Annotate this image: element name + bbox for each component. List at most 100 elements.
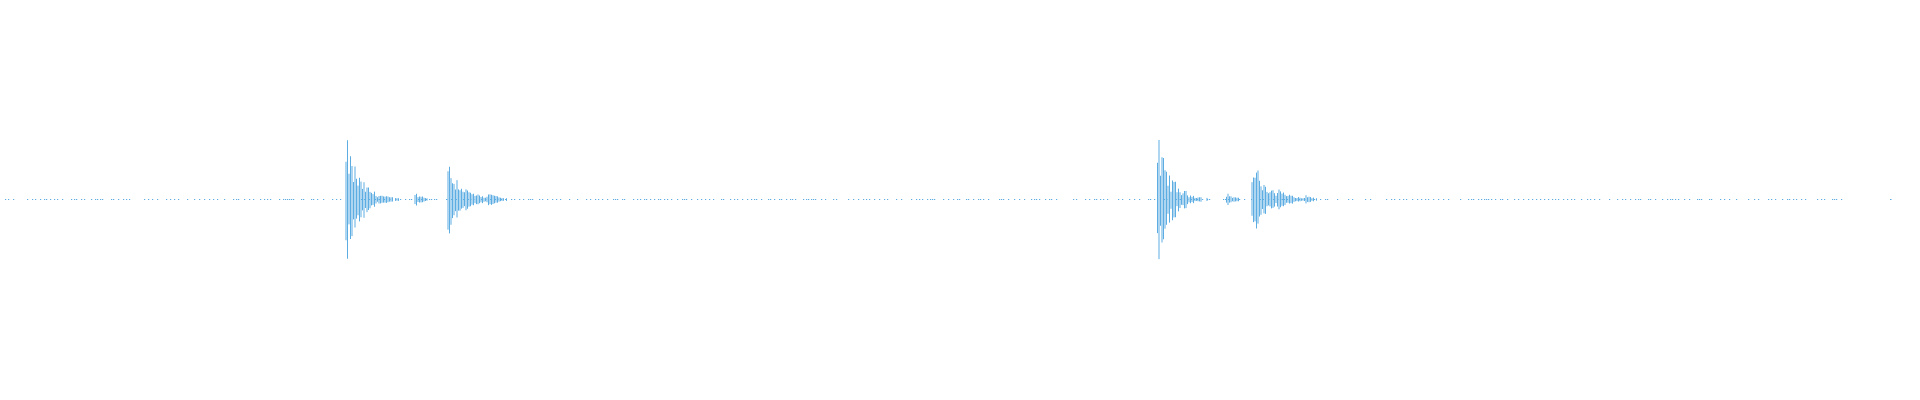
baseline-noise-dot xyxy=(792,199,794,200)
baseline-noise-dot xyxy=(1129,199,1131,200)
baseline-noise-dot xyxy=(1481,199,1483,200)
baseline-noise-dot xyxy=(336,199,338,200)
baseline-noise-dot xyxy=(463,199,465,200)
baseline-noise-dot xyxy=(1024,199,1026,200)
baseline-noise-dot xyxy=(1720,199,1722,200)
baseline-noise-dot xyxy=(922,199,924,200)
baseline-noise-dot xyxy=(999,199,1001,200)
baseline-noise-dot xyxy=(1495,199,1497,200)
baseline-noise-dot xyxy=(705,199,707,200)
baseline-noise-dot xyxy=(869,199,871,200)
baseline-noise-dot xyxy=(640,199,642,200)
baseline-noise-dot xyxy=(199,199,201,200)
baseline-noise-dot xyxy=(644,199,646,200)
baseline-noise-dot xyxy=(57,199,59,200)
baseline-noise-dot xyxy=(1544,199,1546,200)
baseline-noise-dot xyxy=(1239,199,1241,200)
baseline-noise-dot xyxy=(1638,199,1640,200)
baseline-noise-dot xyxy=(751,199,753,200)
baseline-noise-dot xyxy=(129,199,131,200)
baseline-noise-dot xyxy=(1711,199,1713,200)
baseline-noise-dot xyxy=(1675,199,1677,200)
baseline-noise-dot xyxy=(1599,199,1601,200)
baseline-noise-dot xyxy=(1412,199,1414,200)
baseline-noise-dot xyxy=(1824,199,1826,200)
baseline-noise-dot xyxy=(1034,199,1036,200)
baseline-noise-dot xyxy=(808,199,810,200)
baseline-noise-dot xyxy=(646,199,648,200)
baseline-noise-dot xyxy=(76,199,78,200)
baseline-noise-dot xyxy=(279,199,281,200)
baseline-noise-dot xyxy=(313,199,315,200)
baseline-noise-dot xyxy=(664,199,666,200)
baseline-noise-dot xyxy=(586,199,588,200)
baseline-noise-dot xyxy=(686,199,688,200)
baseline-noise-dot xyxy=(709,199,711,200)
baseline-noise-dot xyxy=(1622,199,1624,200)
baseline-noise-dot xyxy=(734,199,736,200)
baseline-noise-dot xyxy=(421,199,423,200)
baseline-noise-dot xyxy=(607,199,609,200)
baseline-noise-dot xyxy=(1518,199,1520,200)
baseline-noise-dot xyxy=(238,199,240,200)
baseline-noise-dot xyxy=(560,199,562,200)
baseline-noise-dot xyxy=(667,199,669,200)
baseline-noise-dot xyxy=(91,199,93,200)
baseline-noise-dot xyxy=(742,199,744,200)
baseline-noise-dot xyxy=(1571,199,1573,200)
baseline-noise-dot xyxy=(411,199,413,200)
baseline-noise-dot xyxy=(1014,199,1016,200)
baseline-noise-dot xyxy=(244,199,246,200)
baseline-noise-dot xyxy=(697,199,699,200)
baseline-noise-dot xyxy=(409,199,411,200)
baseline-noise-dot xyxy=(1209,199,1211,200)
baseline-noise-dot xyxy=(253,199,255,200)
baseline-noise-dot xyxy=(1003,199,1005,200)
baseline-noise-dot xyxy=(174,199,176,200)
baseline-noise-dot xyxy=(379,199,381,200)
baseline-noise-dot xyxy=(1448,199,1450,200)
baseline-noise-dot xyxy=(1555,199,1557,200)
baseline-noise-dot xyxy=(1320,199,1322,200)
baseline-noise-dot xyxy=(217,199,219,200)
baseline-noise-dot xyxy=(62,199,64,200)
baseline-noise-dot xyxy=(46,199,48,200)
baseline-noise-dot xyxy=(1502,199,1504,200)
baseline-noise-dot xyxy=(1348,199,1350,200)
baseline-noise-dot xyxy=(1001,199,1003,200)
baseline-noise-dot xyxy=(1532,199,1534,200)
baseline-noise-dot xyxy=(1594,199,1596,200)
baseline-noise-dot xyxy=(1337,199,1339,200)
baseline-noise-dot xyxy=(1008,199,1010,200)
baseline-noise-dot xyxy=(795,199,797,200)
baseline-noise-dot xyxy=(1724,199,1726,200)
baseline-noise-dot xyxy=(233,199,235,200)
baseline-noise-dot xyxy=(1425,199,1427,200)
baseline-noise-dot xyxy=(166,199,168,200)
baseline-noise-dot xyxy=(833,199,835,200)
baseline-noise-dot xyxy=(884,199,886,200)
baseline-noise-dot xyxy=(532,199,534,200)
baseline-noise-dot xyxy=(781,199,783,200)
baseline-noise-dot xyxy=(1507,199,1509,200)
baseline-noise-dot xyxy=(1223,199,1225,200)
baseline-noise-dot xyxy=(919,199,921,200)
baseline-noise-dot xyxy=(1650,199,1652,200)
baseline-noise-dot xyxy=(1684,199,1686,200)
baseline-noise-dot xyxy=(405,199,407,200)
baseline-noise-dot xyxy=(547,199,549,200)
baseline-noise-dot xyxy=(1244,199,1246,200)
baseline-noise-dot xyxy=(624,199,626,200)
baseline-noise-dot xyxy=(1107,199,1109,200)
baseline-noise-dot xyxy=(701,199,703,200)
baseline-noise-dot xyxy=(1180,199,1182,200)
baseline-noise-dot xyxy=(1536,199,1538,200)
baseline-noise-dot xyxy=(684,199,686,200)
baseline-noise-dot xyxy=(1662,199,1664,200)
baseline-noise-dot xyxy=(552,199,554,200)
baseline-noise-dot xyxy=(81,199,83,200)
baseline-noise-dot xyxy=(123,199,125,200)
baseline-noise-dot xyxy=(598,199,600,200)
baseline-noise-dot xyxy=(249,199,251,200)
baseline-noise-dot xyxy=(1399,199,1401,200)
